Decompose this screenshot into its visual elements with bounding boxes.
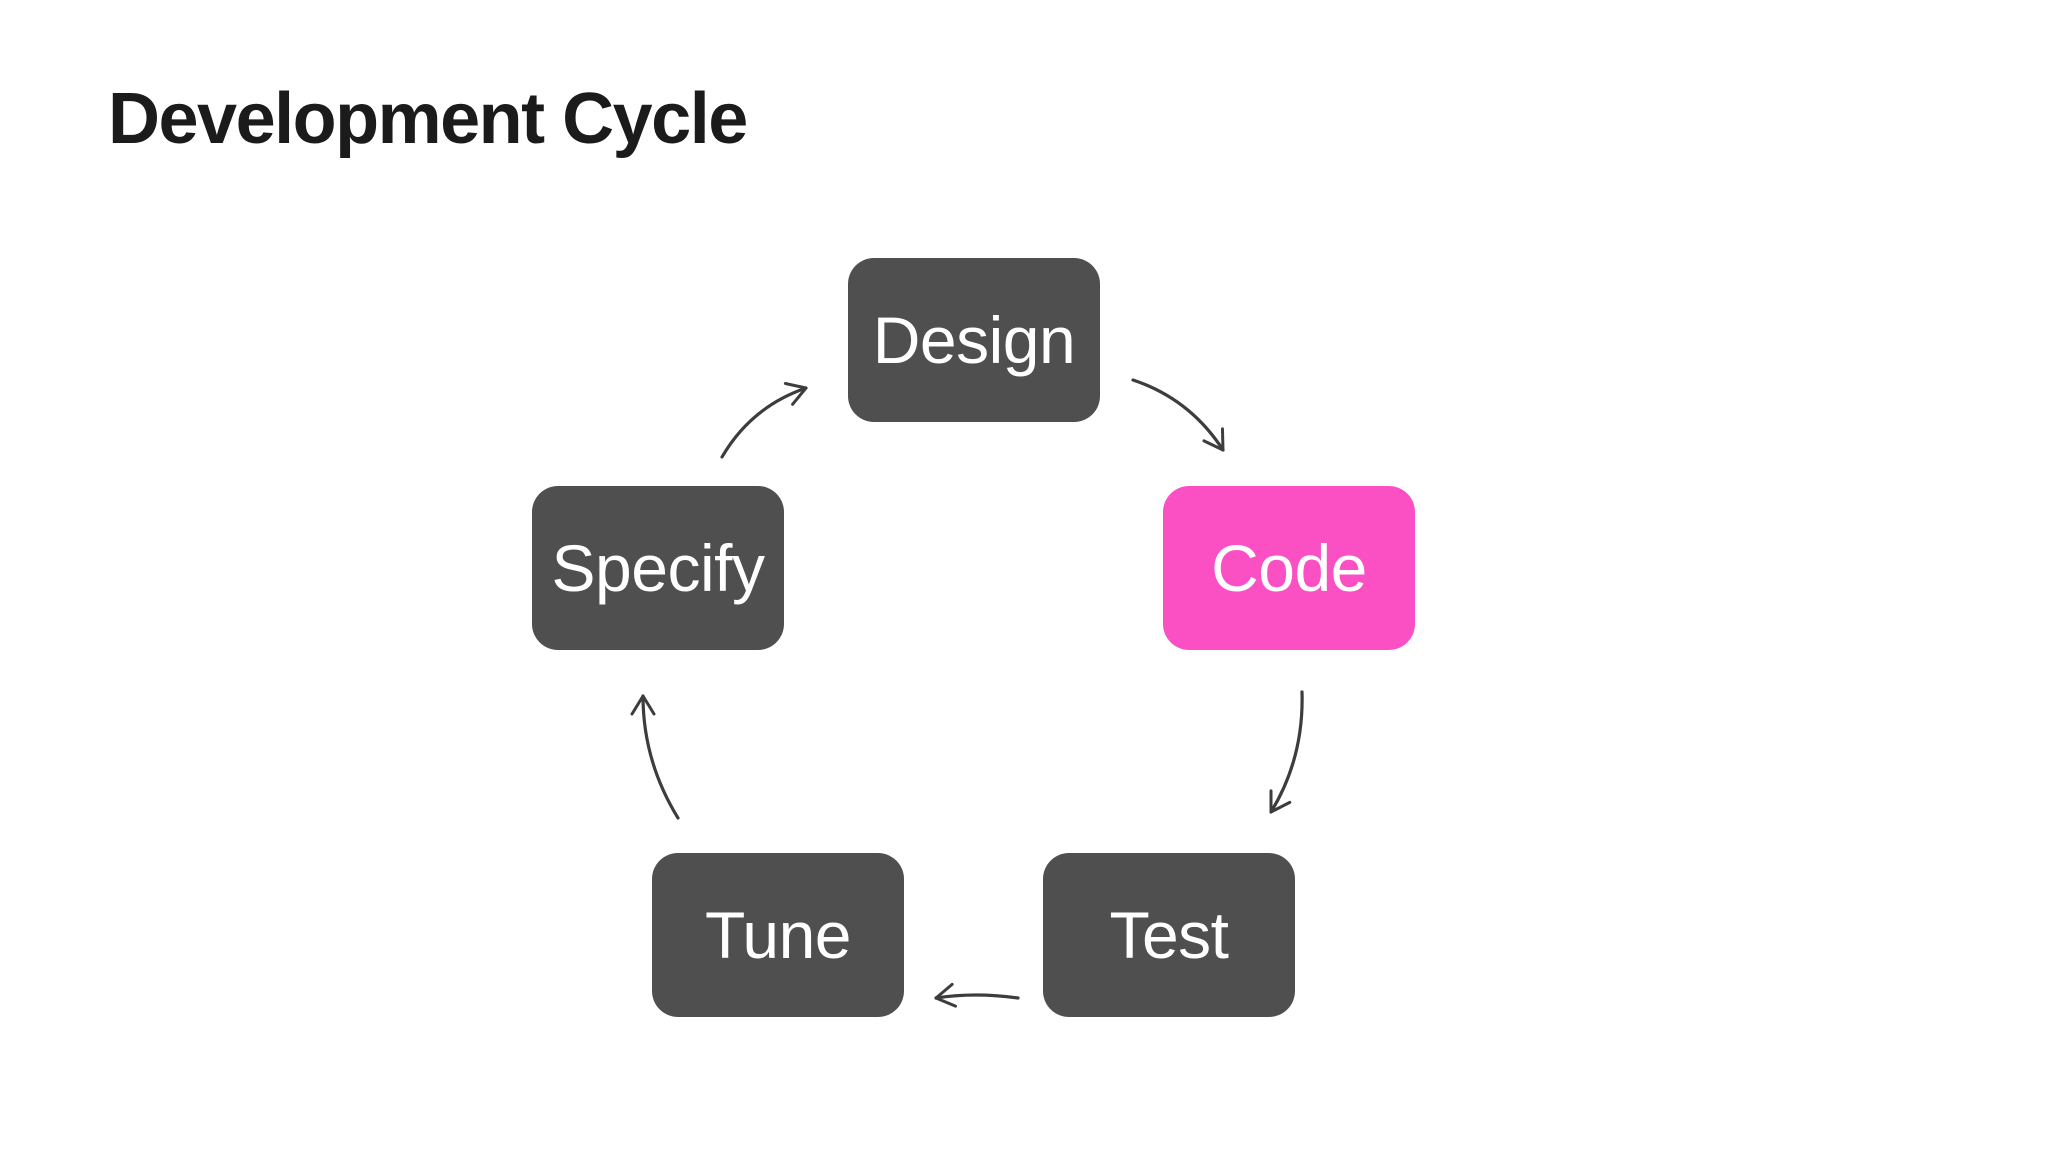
arrow-design-to-code: [1131, 378, 1225, 452]
cycle-node-tune: Tune: [652, 853, 904, 1017]
cycle-node-tune-label: Tune: [705, 898, 851, 972]
arrow-code-to-test: [1269, 690, 1304, 814]
cycle-node-code: Code: [1163, 486, 1415, 650]
arrow-test-to-tune: [934, 982, 1020, 1008]
cycle-node-specify: Specify: [532, 486, 784, 650]
cycle-node-test: Test: [1043, 853, 1295, 1017]
arrow-specify-to-design: [720, 381, 808, 459]
cycle-node-design: Design: [848, 258, 1100, 422]
arrow-tune-to-specify: [630, 694, 680, 820]
page-title: Development Cycle: [108, 79, 748, 159]
cycle-node-test-label: Test: [1109, 898, 1229, 972]
cycle-node-design-label: Design: [872, 303, 1076, 377]
cycle-node-code-label: Code: [1211, 531, 1367, 605]
cycle-node-specify-label: Specify: [551, 531, 765, 605]
